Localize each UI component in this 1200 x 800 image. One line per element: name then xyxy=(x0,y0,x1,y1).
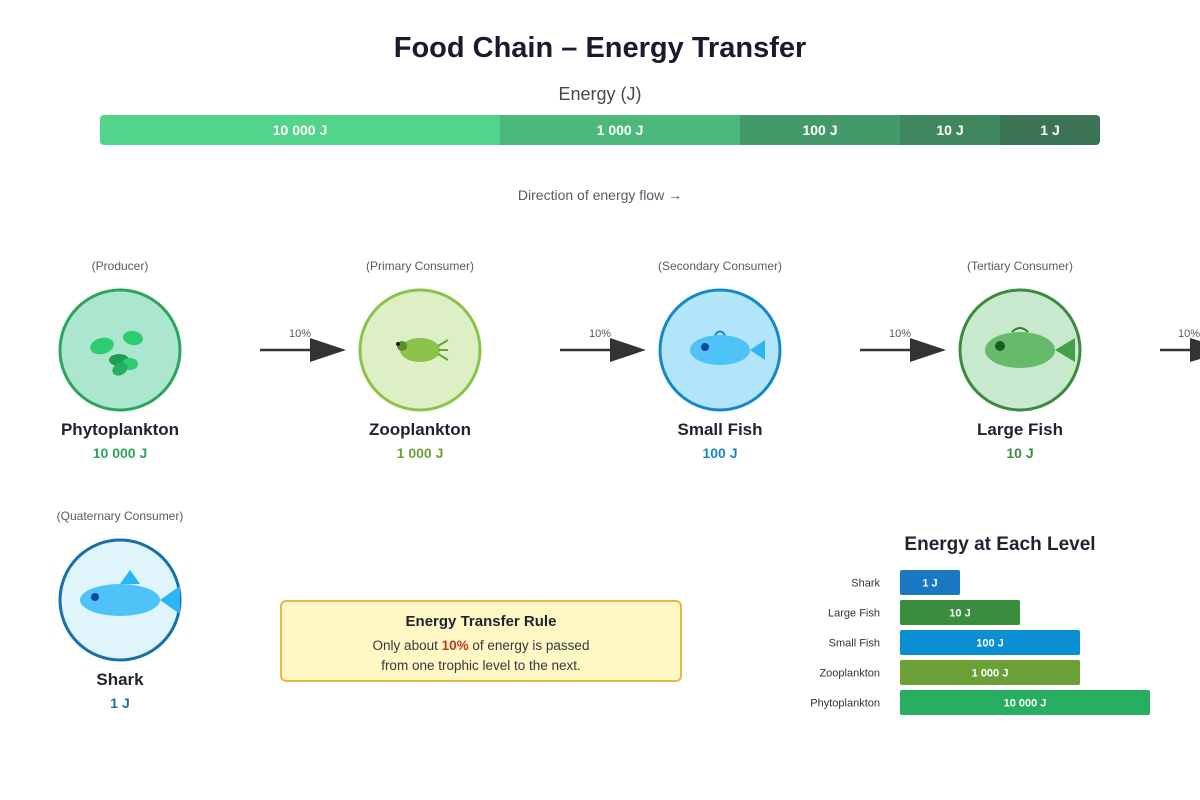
energy-segment-label: 1 J xyxy=(1040,122,1060,138)
transfer-percent: 10% xyxy=(588,328,612,340)
energy-segment-label: 10 000 J xyxy=(272,122,328,138)
chart-bar xyxy=(900,630,1080,655)
energy-segment-quaternary: 1 J xyxy=(1000,115,1100,145)
energy-flow-direction: Direction of energy flow → xyxy=(517,187,683,203)
transfer-percent: 10% xyxy=(288,328,312,340)
energy-segment-tertiary: 10 J xyxy=(900,115,1000,145)
chart-value-label: 10 000 J xyxy=(1004,698,1047,710)
organism-energy: 10 J xyxy=(1006,445,1034,461)
shark-icon xyxy=(58,538,182,662)
organism-energy: 1 J xyxy=(110,695,130,711)
chart-value-label: 100 J xyxy=(976,638,1004,650)
energy-segment-label: 10 J xyxy=(936,122,964,138)
chart-title: Energy at Each Level xyxy=(904,534,1096,555)
rule-highlight: 10% xyxy=(441,638,469,653)
large-fish-icon xyxy=(958,288,1082,412)
energy-segment-secondary: 100 J xyxy=(740,115,900,145)
energy-segment-label: 100 J xyxy=(802,122,838,138)
small-fish-icon xyxy=(658,288,782,412)
arrow-right-icon xyxy=(860,338,946,362)
rule-title: Energy Transfer Rule xyxy=(405,613,557,630)
transfer-percent: 10% xyxy=(1177,328,1200,340)
rule-text-line2: from one trophic level to the next. xyxy=(381,658,581,673)
energy-bar: 10 000 J 1 000 J 100 J 10 J 1 J xyxy=(100,115,1100,145)
chart-value-label: 1 000 J xyxy=(972,668,1009,680)
organism-energy: 10 000 J xyxy=(92,445,148,461)
chart-value-label: 10 J xyxy=(949,608,970,620)
organism-name: Small Fish xyxy=(677,420,763,439)
transfer-percent: 10% xyxy=(888,328,912,340)
chart-category-label: Large Fish xyxy=(828,608,880,620)
energy-axis-label: Energy (J) xyxy=(558,84,642,104)
energy-segment-label: 1 000 J xyxy=(596,122,644,138)
role-label: (Producer) xyxy=(91,259,149,273)
energy-segment-producer: 10 000 J xyxy=(100,115,500,145)
rule-text-before: Only about xyxy=(372,638,442,653)
page-title: Food Chain – Energy Transfer xyxy=(393,32,807,64)
rule-text: Only about 10% of energy is passed from … xyxy=(282,636,680,676)
organism-name: Phytoplankton xyxy=(60,420,180,439)
chart-category-label: Phytoplankton xyxy=(810,698,880,710)
arrow-right-icon xyxy=(260,338,346,362)
role-label: (Quaternary Consumer) xyxy=(56,509,184,523)
chart-category-label: Shark xyxy=(851,578,880,590)
role-label: (Secondary Consumer) xyxy=(657,259,783,273)
organism-name: Large Fish xyxy=(977,420,1063,439)
arrow-right-icon xyxy=(1160,338,1200,362)
chart-category-label: Small Fish xyxy=(829,638,880,650)
rule-text-after: of energy is passed xyxy=(468,638,590,653)
organism-name: Shark xyxy=(96,670,144,689)
chart-value-label: 1 J xyxy=(922,578,937,590)
role-label: (Tertiary Consumer) xyxy=(966,259,1074,273)
chart-bar xyxy=(900,570,960,595)
chart-bar xyxy=(900,690,1150,715)
chart-category-label: Zooplankton xyxy=(819,668,880,680)
chart-bar xyxy=(900,600,1020,625)
energy-segment-primary: 1 000 J xyxy=(500,115,740,145)
role-label: (Primary Consumer) xyxy=(365,259,474,273)
arrow-right-icon xyxy=(560,338,646,362)
chart-bar xyxy=(900,660,1080,685)
organism-energy: 100 J xyxy=(702,445,738,461)
energy-level-chart: Shark 1 J Large Fish 10 J Small Fish 100 J Zoo… xyxy=(810,570,1150,715)
energy-rule-box: Energy Transfer Rule Only about 10% of e… xyxy=(280,600,682,682)
phytoplankton-icon xyxy=(58,288,182,412)
organism-name: Zooplankton xyxy=(369,420,471,439)
zooplankton-icon xyxy=(358,288,482,412)
organism-energy: 1 000 J xyxy=(396,445,444,461)
